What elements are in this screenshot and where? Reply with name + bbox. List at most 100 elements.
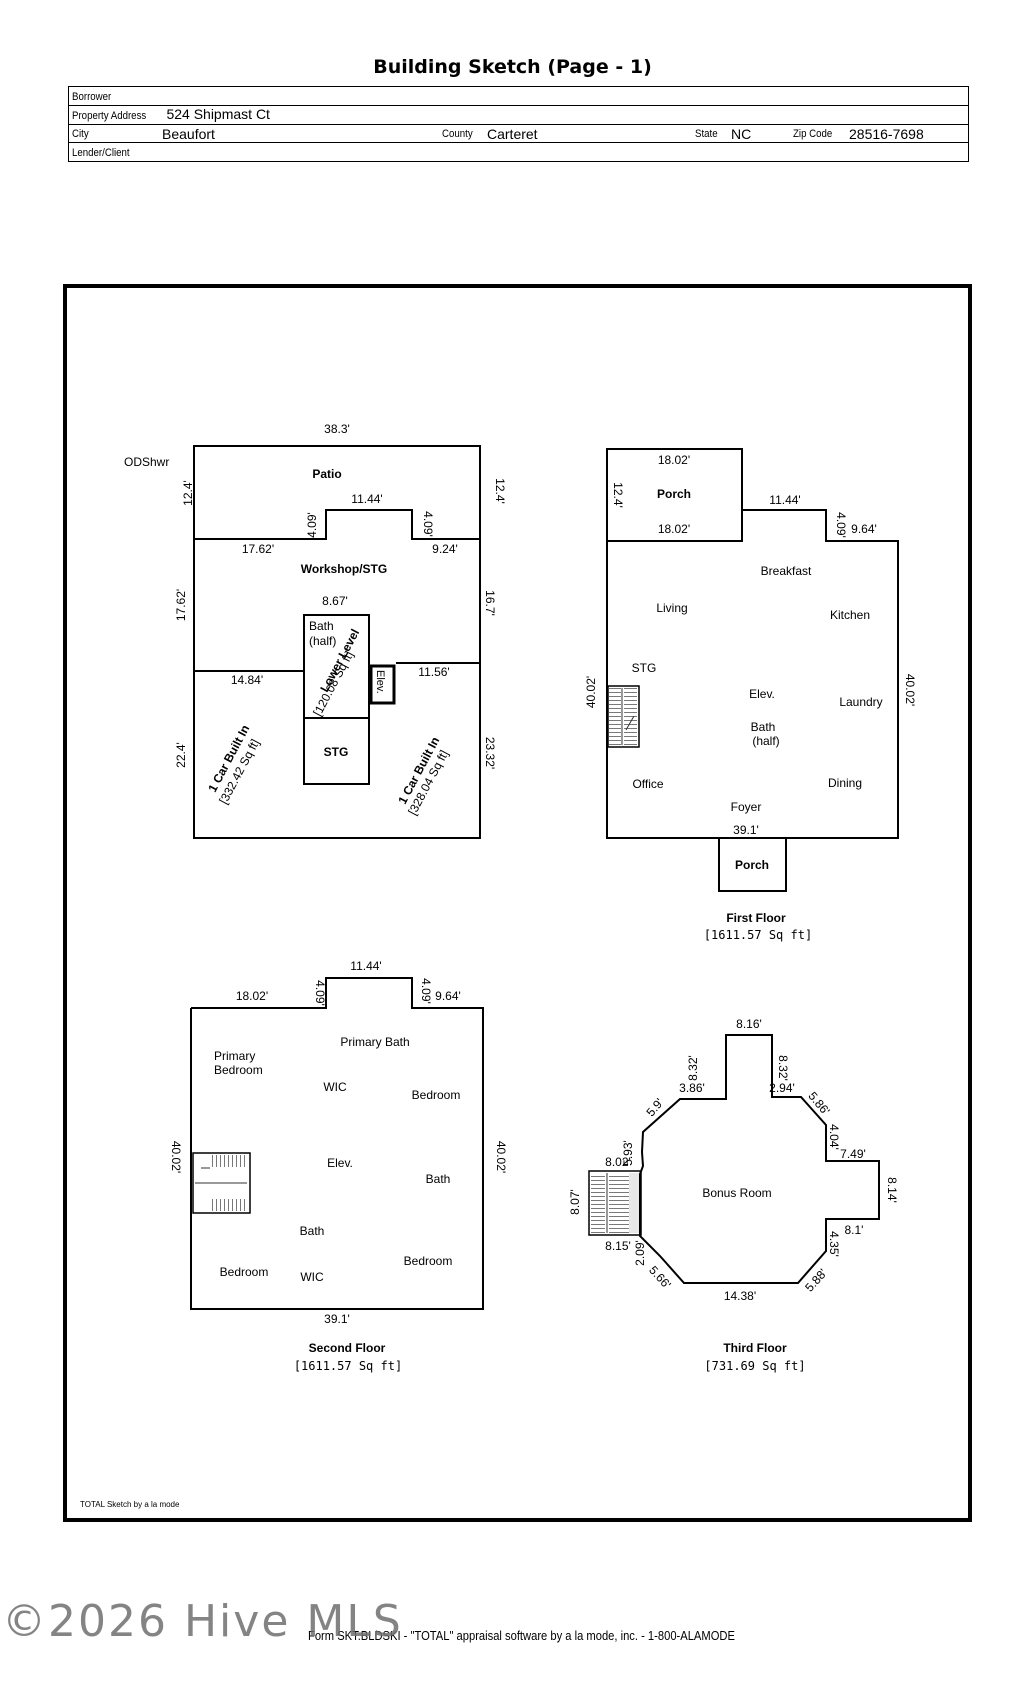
stairs-box-second	[192, 1152, 251, 1214]
bath-label-1: Bath	[426, 1172, 451, 1186]
lender-row: Lender/Client	[68, 142, 969, 162]
property-info-table: Borrower Property Address 524 Shipmast C…	[68, 86, 969, 162]
dim-4-09-right: 4.09'	[419, 978, 433, 1004]
property-address-value: 524 Shipmast Ct	[166, 106, 270, 122]
dim-38-3: 38.3'	[324, 422, 350, 436]
stairs-box	[607, 685, 640, 748]
dim-9-24: 9.24'	[432, 542, 458, 556]
dim-17-62: 17.62'	[242, 542, 274, 556]
third-floor-caption: Third Floor	[723, 1341, 787, 1355]
porch-bottom-outline	[718, 837, 787, 892]
primary-bath-label: Primary Bath	[340, 1035, 409, 1049]
bedroom-label-3: Bedroom	[220, 1265, 269, 1279]
dim-4-35: 4.35'	[827, 1231, 841, 1257]
dim-8-1: 8.1'	[845, 1223, 864, 1237]
primary-bedroom-label-1: Primary	[214, 1049, 255, 1063]
page-title: Building Sketch (Page - 1)	[373, 56, 652, 78]
second-floor-stairs	[195, 1155, 248, 1211]
dim-right: 40.02'	[903, 674, 917, 706]
workshop-label: Workshop/STG	[301, 562, 387, 576]
bath-label-2: Bath	[300, 1224, 325, 1238]
dim-notch-right: 4.09'	[421, 511, 435, 537]
second-floor-plan	[190, 977, 484, 1310]
dining-label: Dining	[828, 776, 862, 790]
zip-value: 28516-7698	[849, 125, 924, 142]
dim-left: 40.02'	[584, 676, 598, 708]
bonus-room-label: Bonus Room	[702, 1186, 771, 1200]
county-label: County	[442, 127, 473, 140]
second-floor-caption: Second Floor	[309, 1341, 386, 1355]
patio-line	[194, 509, 480, 540]
dim-9-64-second: 9.64'	[435, 989, 461, 1003]
patio-label: Patio	[312, 467, 341, 481]
porch-top-outline	[606, 448, 743, 542]
dim-8-15: 8.15'	[605, 1239, 631, 1253]
dim-23-32: 23.32'	[483, 737, 497, 769]
dim-2-94: 2.94'	[769, 1081, 795, 1095]
dim-left-second: 40.02'	[169, 1141, 183, 1173]
bedroom-label-2: Bedroom	[404, 1254, 453, 1268]
first-floor-plan	[606, 448, 899, 892]
elev-label-second: Elev.	[327, 1156, 353, 1170]
dim-14-38: 14.38'	[724, 1289, 756, 1303]
dim-18-02: 18.02'	[236, 989, 268, 1003]
laundry-label: Laundry	[839, 695, 882, 709]
county-value: Carteret	[487, 125, 538, 142]
zip-label: Zip Code	[793, 127, 833, 140]
dim-right-second: 40.02'	[494, 1141, 508, 1173]
dim-notch-top: 11.44'	[351, 492, 382, 506]
second-floor-outline	[190, 977, 484, 1310]
stairs-box-third	[588, 1170, 642, 1236]
dim-ws-right: 16.7'	[483, 590, 497, 616]
dim-5-9: 5.9'	[643, 1096, 666, 1120]
dim-4-09: 4.09'	[834, 512, 848, 538]
bath-half-2: (half)	[752, 734, 779, 748]
lower-level-plan	[193, 445, 481, 839]
dim-ws-left: 17.62'	[174, 589, 188, 621]
foyer-label: Foyer	[731, 800, 762, 814]
breakfast-label: Breakfast	[761, 564, 812, 578]
state-label: State	[695, 127, 718, 140]
sketch-frame	[63, 284, 972, 1522]
second-floor-area: [1611.57 Sq ft]	[294, 1359, 402, 1373]
dim-5-88: 5.88'	[802, 1266, 830, 1294]
primary-bedroom-label-2: Bedroom	[214, 1063, 263, 1077]
dim-porch-left: 12.4'	[611, 482, 625, 508]
kitchen-label: Kitchen	[830, 608, 870, 622]
dim-11-44: 11.44'	[769, 493, 800, 507]
dim-porch-bottom: 18.02'	[658, 522, 690, 536]
address-row: Property Address 524 Shipmast Ct	[68, 105, 969, 125]
state-value: NC	[731, 125, 752, 142]
dim-bottom: 39.1'	[733, 823, 759, 837]
dim-notch-left: 4.09'	[305, 512, 319, 538]
dim-5-93: 5.93'	[621, 1140, 635, 1166]
wic-label-2: WIC	[300, 1270, 324, 1284]
dim-4-09-left: 4.09'	[313, 980, 327, 1006]
third-floor-area: [731.69 Sq ft]	[704, 1359, 805, 1373]
office-label: Office	[632, 777, 663, 791]
elev-label: Elev.	[374, 670, 386, 694]
property-address-label: Property Address	[72, 110, 147, 122]
living-label: Living	[656, 601, 687, 615]
elev-label-first: Elev.	[749, 687, 775, 701]
dim-patio-left: 12.4'	[181, 480, 195, 506]
dim-4-04: 4.04'	[827, 1124, 841, 1150]
dim-patio-right: 12.4'	[493, 478, 507, 504]
third-floor-plan	[588, 1034, 880, 1284]
first-floor-area: [1611.57 Sq ft]	[704, 928, 812, 942]
borrower-label: Borrower	[72, 91, 112, 103]
dim-porch-top: 18.02'	[658, 453, 690, 467]
dim-5-86: 5.86'	[805, 1089, 832, 1118]
first-floor-caption: First Floor	[726, 911, 786, 925]
dim-8-67: 8.67'	[322, 594, 348, 608]
sketch-credit: TOTAL Sketch by a la mode	[80, 1500, 180, 1509]
porch-top-label: Porch	[657, 487, 691, 501]
dim-8-07: 8.07'	[568, 1189, 582, 1215]
dim-11-56: 11.56'	[418, 665, 449, 679]
dim-8-16: 8.16'	[736, 1017, 762, 1031]
dim-3-86: 3.86'	[679, 1081, 705, 1095]
elev-box	[369, 664, 396, 705]
third-floor-outline	[639, 1034, 880, 1284]
dim-7-49: 7.49'	[840, 1147, 866, 1161]
